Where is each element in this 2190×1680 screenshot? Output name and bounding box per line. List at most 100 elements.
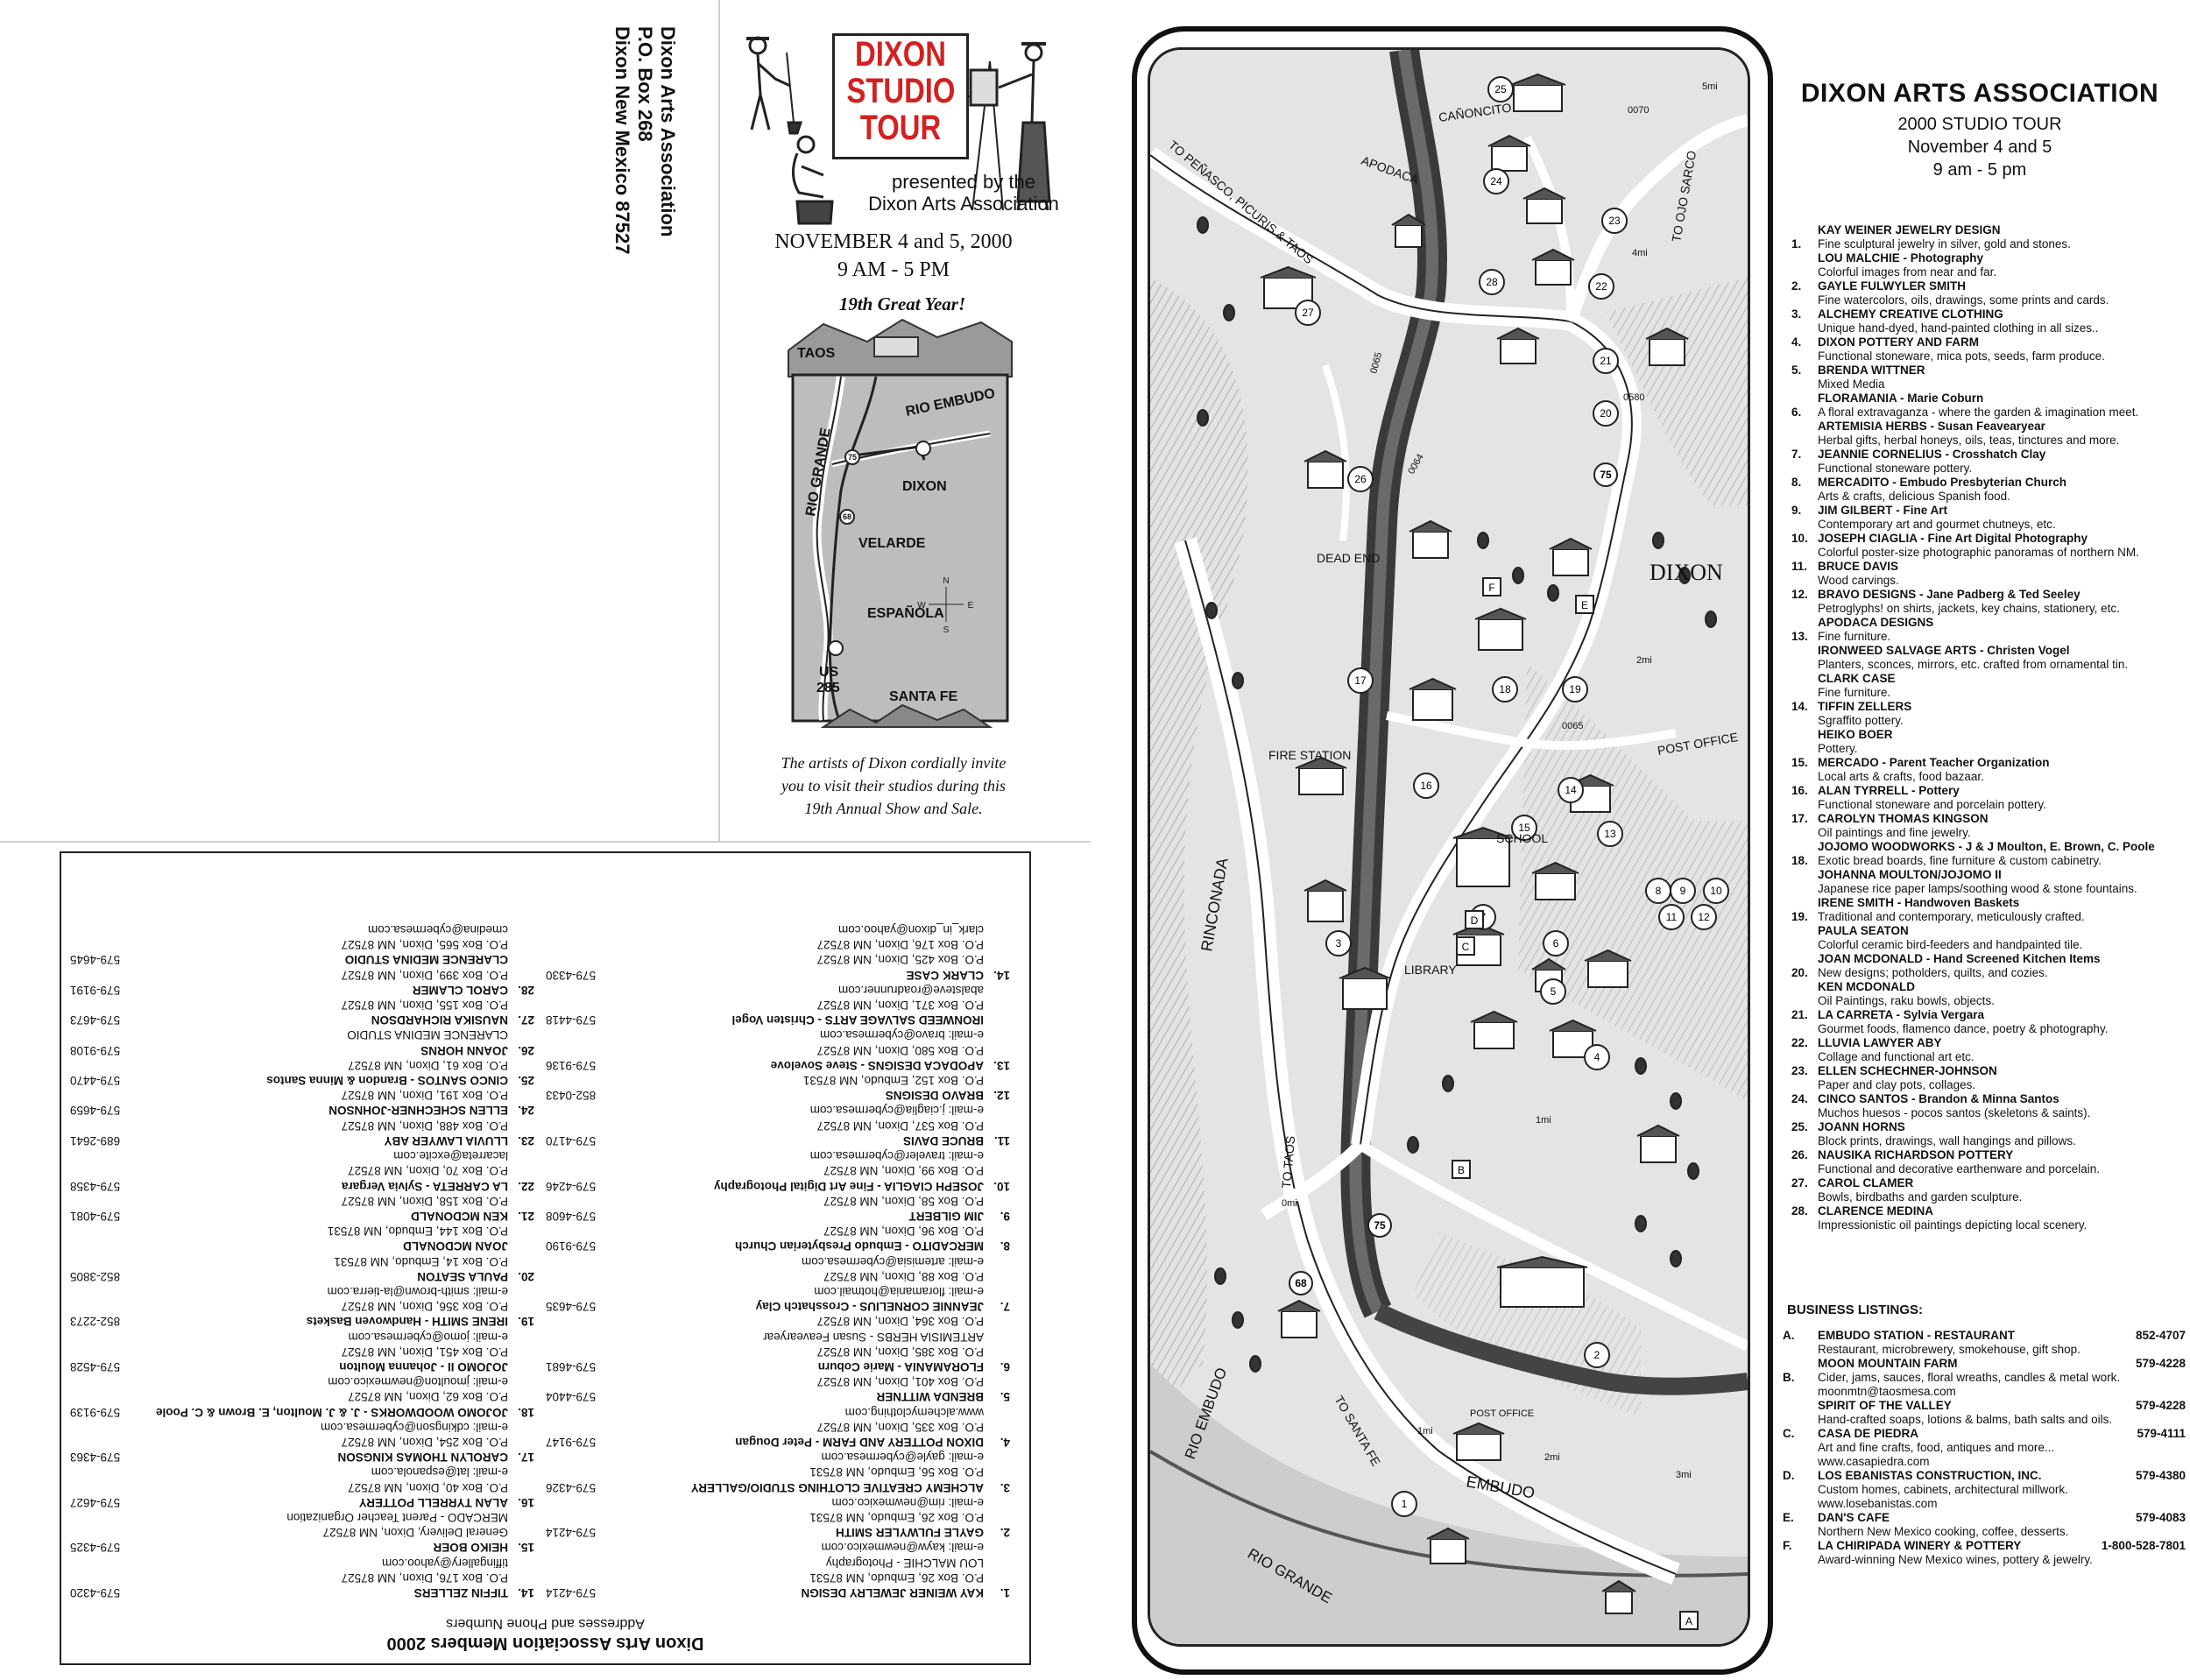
legend-item-name: JOAN MCDONALD - Hand Screened Kitchen It… (1818, 952, 2101, 965)
legend-subtitle-dates: November 4 and 5 (1907, 138, 2052, 157)
directory-entry-number (984, 1404, 1010, 1419)
directory-entry-line: KEN MCDONALD (411, 1209, 508, 1223)
return-address: Dixon Arts Association P.O. Box 268 Dixo… (611, 26, 679, 254)
directory-entry-phone (70, 1119, 131, 1133)
map-building (1426, 1527, 1470, 1564)
legend-item: 8.MERCADITO - Embudo Presbyterian Church… (1783, 476, 2186, 504)
directory-entry-number: 26. (518, 1043, 534, 1057)
directory-entry-line: P.O. Box 176, Dixon, NM 87527 (816, 938, 984, 952)
legend-item-description: Unique hand-dyed, hand-painted clothing … (1818, 321, 2099, 335)
directory-entry-phone (546, 998, 607, 1013)
directory-entry-line: P.O. Box 399, Dixon, NM 87527 (341, 968, 508, 982)
directory-row: P.O. Box 99, Dixon, NM 87527 (546, 1163, 1010, 1178)
directory-row: P.O. Box 152, Embudo, NM 87531 (546, 1073, 1010, 1088)
directory-entry-phone (70, 1389, 131, 1404)
map-building (1549, 1019, 1597, 1058)
legend-item-name: BRUCE DAVIS (1818, 560, 1899, 573)
legend-item-number: 26. (1791, 1148, 1808, 1161)
directory-entry-phone (546, 1253, 607, 1268)
directory-entry-number (984, 1042, 1010, 1057)
directory-entry-line: tiffingallery@yahoo.com (381, 1556, 508, 1570)
directory-entry-number (508, 1148, 534, 1163)
directory-entry-phone: 579-4608 (546, 1209, 597, 1223)
directory-entry-number (508, 1194, 534, 1209)
studio-marker: 25 (1487, 76, 1514, 102)
directory-entry-phone: 579-9108 (70, 1043, 121, 1057)
directory-entry-number (984, 1450, 1010, 1465)
directory-entry-number (508, 1420, 534, 1435)
directory-entry-phone: 579-4170 (546, 1133, 597, 1147)
legend-item-name: CLARK CASE (1818, 672, 1896, 685)
directory-entry-phone (546, 1027, 607, 1042)
directory-entry-phone (70, 1224, 131, 1239)
studio-marker-number: 8 (1656, 885, 1662, 897)
studio-marker: 11 (1658, 904, 1685, 930)
studio-marker-number: 28 (1486, 276, 1498, 288)
directory-entry-line: JOSEPH CIAGLIA - Fine Art Digital Photog… (713, 1179, 984, 1193)
legend-item-description: Functional stoneware, mica pots, seeds, … (1818, 349, 2105, 363)
directory-entry-number (984, 1540, 1010, 1555)
directory-entry-number (984, 1329, 1010, 1344)
directory-row: clark_in_dixon@yahoo.com (546, 922, 1010, 937)
directory-entry-number (508, 1027, 534, 1042)
directory-entry-phone (546, 1224, 607, 1239)
directory-entry-number (508, 1119, 534, 1133)
legend-item-number: 22. (1791, 1036, 1808, 1049)
business-marker-letter: E (1581, 599, 1588, 611)
directory-entry-number (508, 1479, 534, 1494)
legend-item-number: 28. (1791, 1204, 1808, 1218)
legend-item-name: CAROL CLAMER (1818, 1176, 1914, 1189)
legend-item-name: LOU MALCHIE - Photography (1818, 251, 1983, 265)
legend-item-description: A floral extravaganza - where the garden… (1818, 406, 2139, 419)
directory-entry-number: 11. (993, 1133, 1010, 1147)
directory-entry-number: 8. (1000, 1239, 1010, 1253)
directory-entry-line: IRENE SMITH - Handwoven Baskets (306, 1315, 508, 1329)
legend-item-name: CINCO SANTOS - Brandon & Minna Santos (1818, 1092, 2059, 1105)
directory-entry-phone (546, 1329, 607, 1344)
legend-item-number: 23. (1791, 1064, 1808, 1077)
inset-label-velarde: VELARDE (858, 536, 926, 551)
directory-entry-number (984, 1510, 1010, 1525)
return-address-line: Dixon Arts Association (657, 26, 679, 237)
directory-row: e-mail: jomo@cybermesa.com (70, 1329, 534, 1344)
cover-date-line: NOVEMBER 4 and 5, 2000 (774, 230, 1013, 253)
map-road-0580: 0580 (1623, 392, 1644, 403)
directory-entry-number: 18. (518, 1405, 534, 1419)
directory-entry-phone (546, 1073, 607, 1088)
business-description: Award-winning New Mexico wines, pottery … (1818, 1553, 2093, 1566)
studio-marker-number: 1 (1402, 1498, 1408, 1510)
directory-entry-number (984, 983, 1010, 998)
map-building (1636, 1124, 1680, 1163)
directory-row: e-mail: rim@newmexico.com (546, 1495, 1010, 1510)
directory-entry-phone: 579-4418 (546, 1013, 597, 1027)
studio-marker-number: 3 (1336, 937, 1342, 949)
directory-entry-number: 25. (518, 1074, 534, 1088)
legend-item-number: 11. (1791, 560, 1808, 573)
business-marker-letter: B (1458, 1164, 1465, 1176)
directory-entry-line: P.O. Box 488, Dixon, NM 87527 (341, 1119, 508, 1133)
legend-item-description: Bowls, birdbaths and garden sculpture. (1818, 1190, 2023, 1204)
directory-entry-line: CAROL CLAMER (412, 983, 508, 997)
directory-entry-number (508, 1058, 534, 1073)
directory-row: General Delivery, Dixon, NM 87527 (70, 1525, 534, 1540)
legend-item-number: 16. (1791, 784, 1808, 797)
region-inset-map: TAOS RIO EMBUDO RIO GRANDE DIXON VELARDE… (788, 318, 1013, 728)
studio-marker-number: 6 (1553, 937, 1559, 949)
business-name: MOON MOUNTAIN FARM (1818, 1357, 1958, 1370)
business-letter: C. (1783, 1427, 1795, 1440)
directory-entry-phone (70, 1299, 131, 1314)
inset-road-68: 68 (843, 512, 851, 521)
directory-entry-phone: 852-0433 (546, 1089, 597, 1103)
